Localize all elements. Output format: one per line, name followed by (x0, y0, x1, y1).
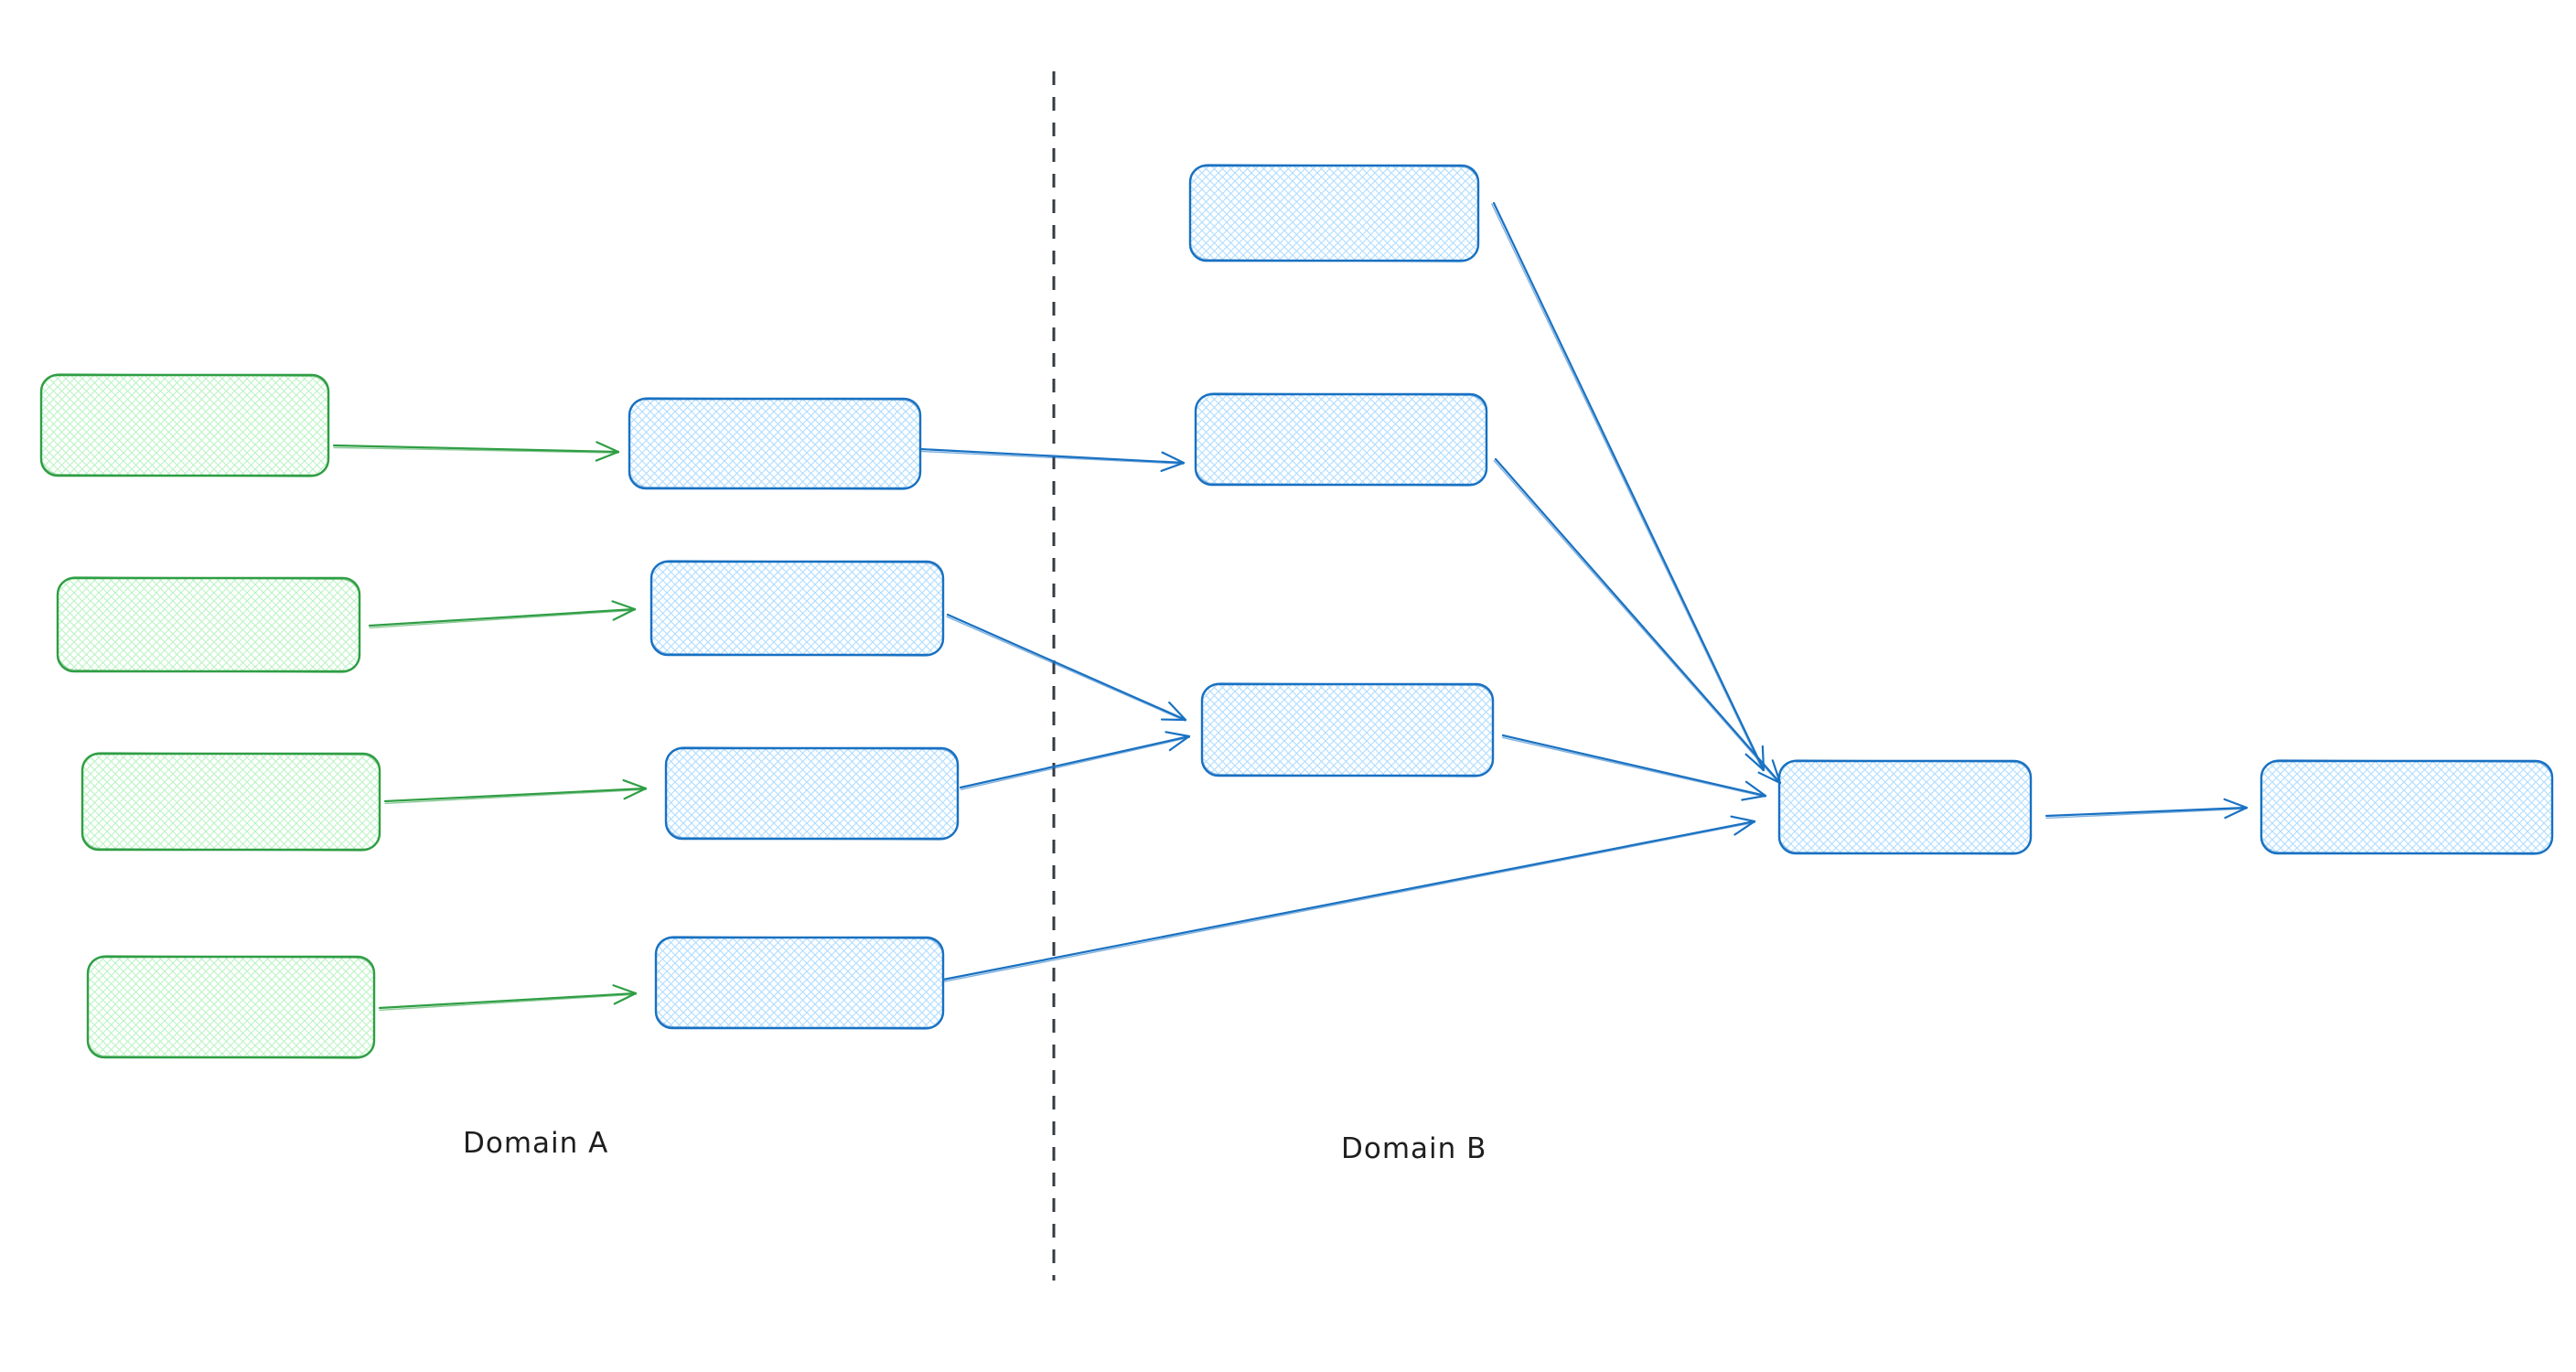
edge-source4-stage4[interactable] (378, 984, 638, 1012)
domain-a-stage-4[interactable] (654, 936, 945, 1030)
domain-a-source-4[interactable] (86, 955, 376, 1059)
edge-node3-aggregator[interactable] (1501, 734, 1767, 801)
arrowhead-icon (1165, 731, 1191, 752)
domain-b-label: Domain B (1341, 1132, 1487, 1165)
edge-source1-stage1[interactable] (332, 441, 620, 462)
edge-stage4-aggregator[interactable] (941, 815, 1756, 983)
edge-stage1-node2[interactable] (918, 447, 1186, 472)
arrowhead-icon (1160, 451, 1186, 472)
edge-aggregator-output[interactable] (2045, 798, 2249, 820)
edge-node1-aggregator[interactable] (1491, 201, 1766, 772)
domain-b-node-1[interactable] (1188, 164, 1480, 263)
domain-b-node-2[interactable] (1194, 391, 1488, 488)
arrowhead-icon (1757, 759, 1782, 785)
arrowhead-icon (2223, 798, 2249, 820)
arrowhead-icon (595, 441, 620, 462)
domain-a-label: Domain A (463, 1127, 609, 1160)
domain-a-stage-3[interactable] (664, 745, 960, 841)
domain-a-source-1[interactable] (39, 373, 330, 477)
edge-source3-stage3[interactable] (383, 778, 648, 805)
edge-source2-stage2[interactable] (368, 600, 637, 629)
domain-a-source-3[interactable] (80, 751, 381, 852)
arrowhead-icon (1741, 780, 1767, 801)
arrowhead-icon (612, 984, 638, 1005)
arrowhead-icon (622, 778, 648, 800)
domain-a-stage-1[interactable] (628, 396, 922, 491)
domain-b-aggregator[interactable] (1777, 759, 2033, 855)
domain-a-stage-2[interactable] (649, 559, 945, 658)
arrowhead-icon (611, 600, 637, 621)
edge-stage3-node3[interactable] (959, 731, 1191, 791)
domain-b-node-3[interactable] (1200, 681, 1495, 778)
arrowhead-icon (1730, 815, 1756, 836)
arrowhead-icon (1160, 701, 1187, 722)
edge-stage2-node3[interactable] (946, 613, 1187, 722)
edge-node2-aggregator[interactable] (1493, 457, 1782, 785)
domain-a-source-2[interactable] (56, 575, 361, 674)
domain-b-output[interactable] (2259, 758, 2554, 856)
